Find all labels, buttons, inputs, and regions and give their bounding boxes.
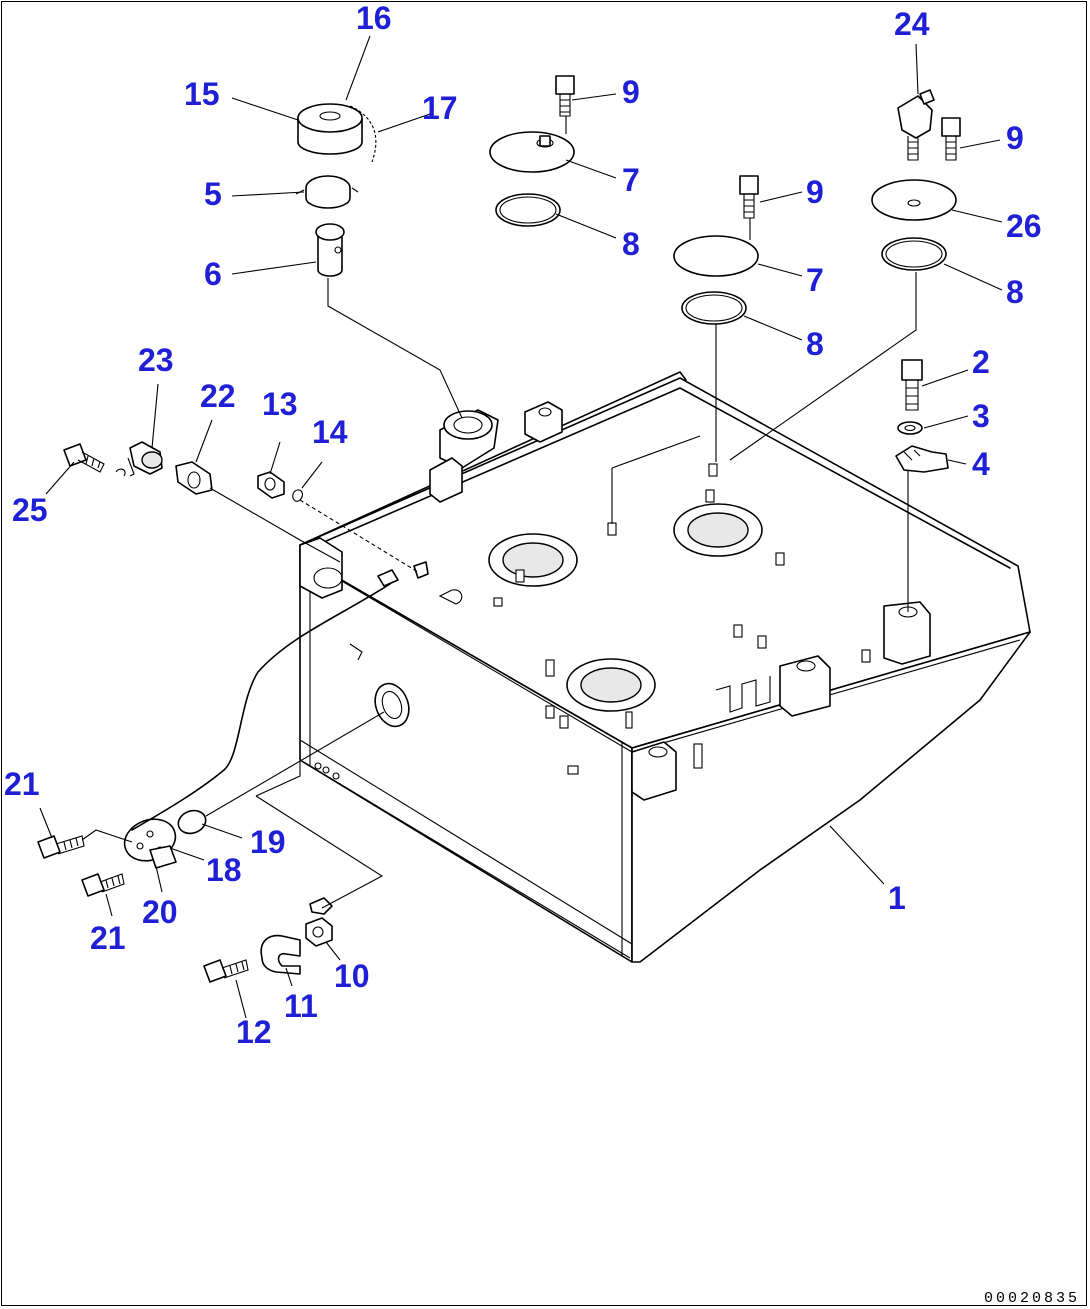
callout-8-upper: 8 [622, 226, 640, 262]
flange-opening-3 [566, 658, 656, 712]
callout-9-right: 9 [1006, 120, 1024, 156]
flange-opening-1 [488, 533, 578, 587]
callout-9-middle: 9 [806, 174, 824, 210]
callout-19: 19 [250, 824, 286, 860]
callout-8-middle: 8 [806, 326, 824, 362]
callout-6: 6 [204, 256, 222, 292]
leader-lines [39, 35, 1003, 1019]
callout-9-upper: 9 [622, 74, 640, 110]
cover-plate-middle [673, 175, 759, 325]
callout-12: 12 [236, 1014, 272, 1050]
callout-23: 23 [138, 342, 174, 378]
flange-opening-2 [673, 503, 763, 557]
callout-17: 17 [422, 90, 458, 126]
callout-15: 15 [184, 76, 220, 112]
callout-7-upper: 7 [622, 162, 640, 198]
callout-3: 3 [972, 398, 990, 434]
filler-cap-assembly [295, 103, 377, 277]
sensor-parts [63, 441, 463, 605]
callout-24: 24 [894, 6, 930, 42]
callout-21-upper: 21 [4, 766, 40, 802]
callout-4: 4 [972, 446, 990, 482]
drawing-number: 00020835 [983, 1290, 1080, 1307]
callout-11: 11 [284, 988, 318, 1024]
callout-21-lower: 21 [90, 920, 126, 956]
callout-14: 14 [312, 414, 348, 450]
callout-25: 25 [12, 492, 48, 528]
callout-5: 5 [204, 176, 222, 212]
side-port [374, 682, 410, 728]
callout-16: 16 [356, 0, 392, 36]
callout-2: 2 [972, 344, 990, 380]
cover-plate-right [871, 89, 961, 271]
callout-13: 13 [262, 386, 298, 422]
callout-22: 22 [200, 378, 236, 414]
tank-side-face [631, 631, 1031, 963]
cover-plate-left [489, 75, 575, 227]
fuel-tank [299, 371, 1031, 963]
callout-26: 26 [1006, 208, 1042, 244]
callout-18: 18 [206, 852, 242, 888]
clamp-parts [203, 897, 333, 983]
drain-parts [37, 583, 391, 897]
callout-7-middle: 7 [806, 262, 824, 298]
callout-1: 1 [888, 880, 906, 916]
callout-10: 10 [334, 958, 370, 994]
bolt-washer-clip [895, 359, 949, 473]
callout-20: 20 [142, 894, 178, 930]
callout-8-right: 8 [1006, 274, 1024, 310]
filler-neck [439, 409, 499, 469]
